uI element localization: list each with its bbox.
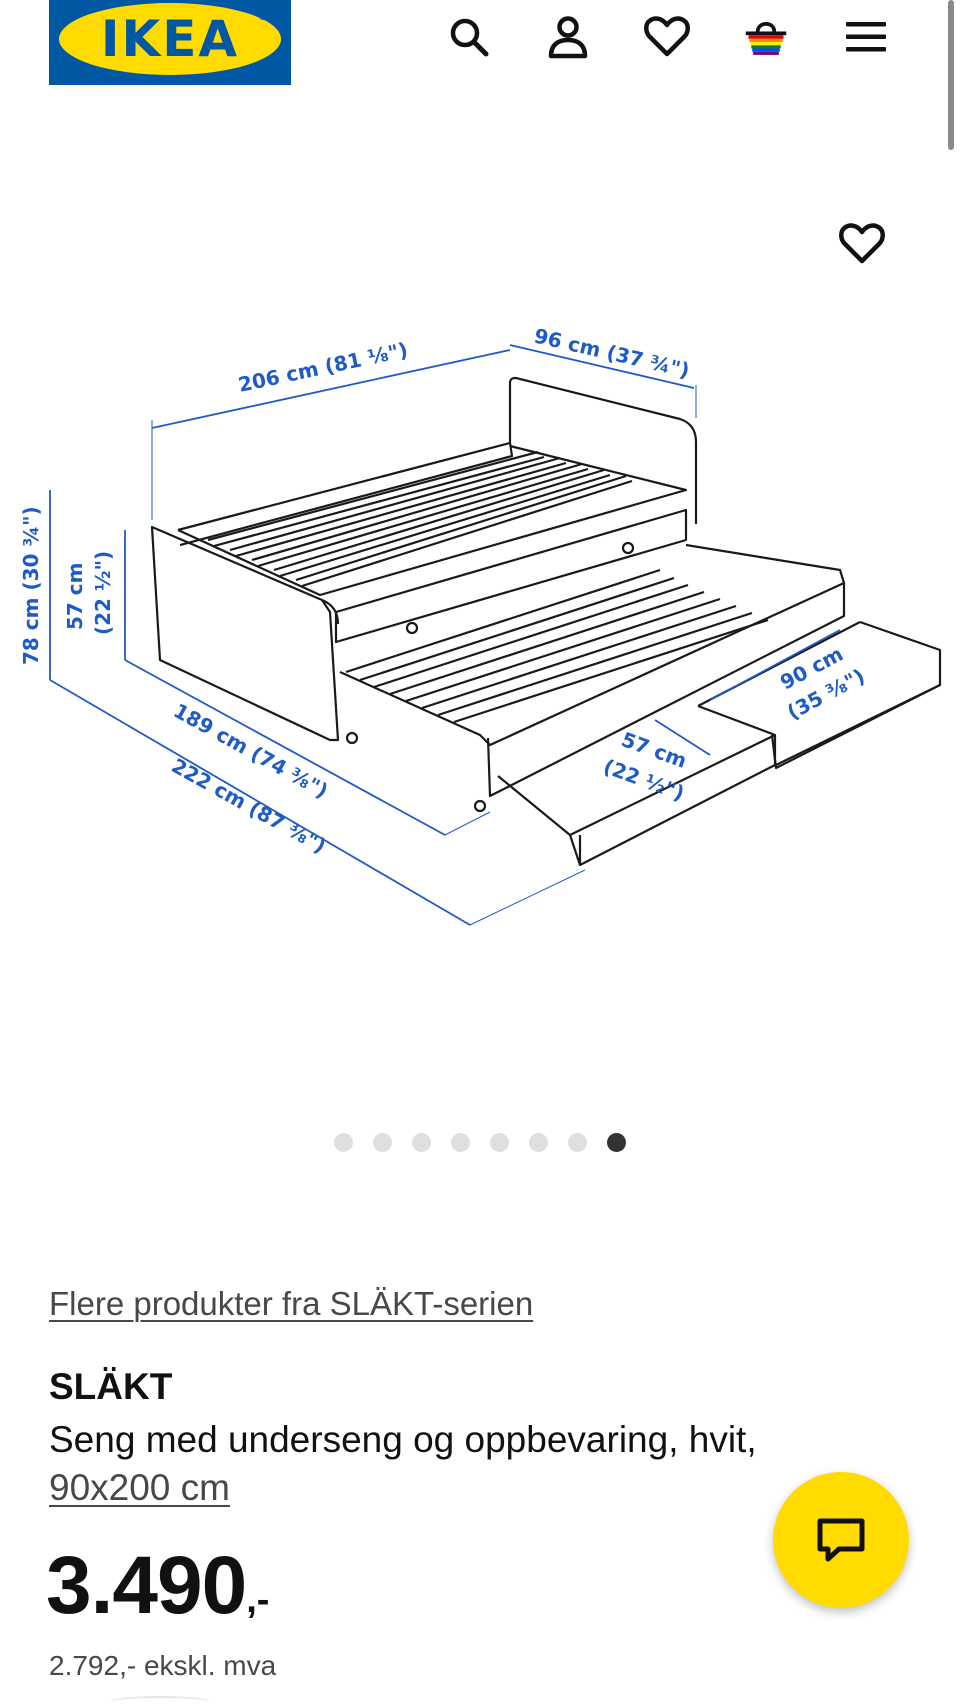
gallery-pagination <box>0 1133 960 1152</box>
price: 3.490 ,- <box>46 1545 269 1627</box>
basket-icon[interactable] <box>743 14 789 60</box>
price-suffix: ,- <box>246 1579 270 1621</box>
bed-dimension-drawing: 206 cm (81 ⅛") 96 cm (37 ¾") 78 cm (30 ¾… <box>19 323 942 926</box>
heart-icon <box>839 223 885 264</box>
logo-text: IKEA <box>100 9 240 68</box>
chat-button[interactable] <box>773 1472 909 1608</box>
save-to-favourites-button[interactable] <box>836 218 888 270</box>
dimension-width-top: 96 cm (37 ¾") <box>532 323 692 382</box>
logo-oval: IKEA ® <box>59 2 281 75</box>
series-link[interactable]: Flere produkter fra SLÄKT-serien <box>49 1285 534 1322</box>
price-excl-vat: 2.792,- ekskl. mva <box>49 1650 277 1681</box>
gallery-dot[interactable] <box>334 1133 353 1152</box>
header: IKEA ® <box>0 0 960 110</box>
dimension-height-side: 57 cm <box>63 563 87 631</box>
bottom-content-edge <box>110 1696 210 1708</box>
account-icon[interactable] <box>545 14 591 60</box>
product-image-gallery[interactable]: 206 cm (81 ⅛") 96 cm (37 ¾") 78 cm (30 ¾… <box>0 180 960 980</box>
dimension-height-total: 78 cm (30 ¾") <box>19 506 43 665</box>
gallery-dot[interactable] <box>568 1133 587 1152</box>
gallery-dot[interactable] <box>490 1133 509 1152</box>
scrollbar[interactable] <box>948 0 954 150</box>
gallery-dot[interactable] <box>451 1133 470 1152</box>
dimension-height-side-in: (22 ½") <box>91 551 115 635</box>
chat-icon <box>817 1518 865 1562</box>
gallery-dot[interactable] <box>412 1133 431 1152</box>
product-name: SLÄKT <box>49 1366 173 1407</box>
heart-icon[interactable] <box>644 14 690 60</box>
gallery-dot[interactable] <box>373 1133 392 1152</box>
logo-registered-mark: ® <box>258 10 267 23</box>
product-description: Seng med underseng og oppbevaring, hvit, <box>49 1419 757 1460</box>
gallery-dot[interactable] <box>529 1133 548 1152</box>
dimension-length-top: 206 cm (81 ⅛") <box>236 338 410 397</box>
gallery-dot[interactable] <box>607 1133 626 1152</box>
price-main: 3.490 <box>46 1540 247 1631</box>
menu-icon[interactable] <box>843 14 889 60</box>
ikea-logo[interactable]: IKEA ® <box>49 0 291 85</box>
product-size-link[interactable]: 90x200 cm <box>49 1467 230 1508</box>
search-icon[interactable] <box>446 14 492 60</box>
